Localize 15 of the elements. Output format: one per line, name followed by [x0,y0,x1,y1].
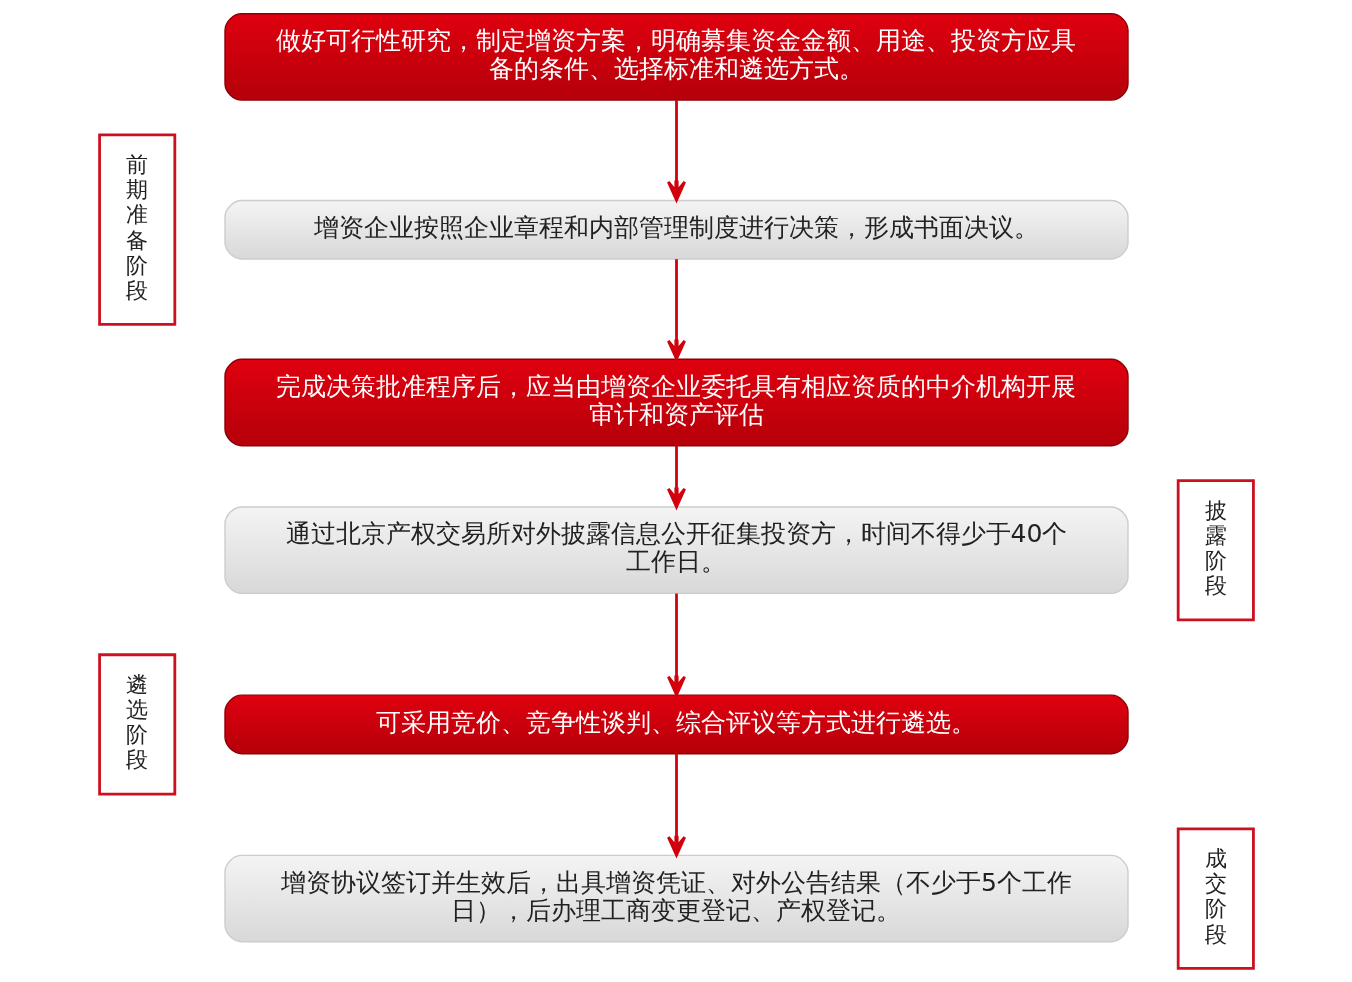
arrow [666,259,686,361]
node-box: 前期准备阶段 [97,133,176,326]
arrow [666,100,686,202]
node-box: 通过北京产权交易所对外披露信息公开征集投资方，时间不得少于40个工作日。 [223,506,1129,595]
node-box: 成交阶段 [1176,827,1255,970]
arrow [666,445,686,509]
node-box: 做好可行性研究，制定增资方案，明确募集资金金额、用途、投资方应具备的条件、选择标准和遴选方式。 [223,13,1129,101]
node-box: 完成决策批准程序后，应当由增资企业委托具有相应资质的中介机构开展审计和资产评估 [223,358,1129,447]
node-box: 增资协议签订并生效后，出具增资凭证、对外公告结果（不少于5个工作日），后办理工商变更登记、产权登记。 [223,854,1129,943]
node-box: 遴选阶段 [97,653,176,796]
arrow [666,753,686,857]
arrow [666,593,686,697]
node-box: 可采用竞价、竞争性谈判、综合评议等方式进行遴选。 [223,694,1129,755]
node-box: 增资企业按照企业章程和内部管理制度进行决策，形成书面决议。 [223,199,1129,260]
node-box: 披露阶段 [1176,479,1255,622]
